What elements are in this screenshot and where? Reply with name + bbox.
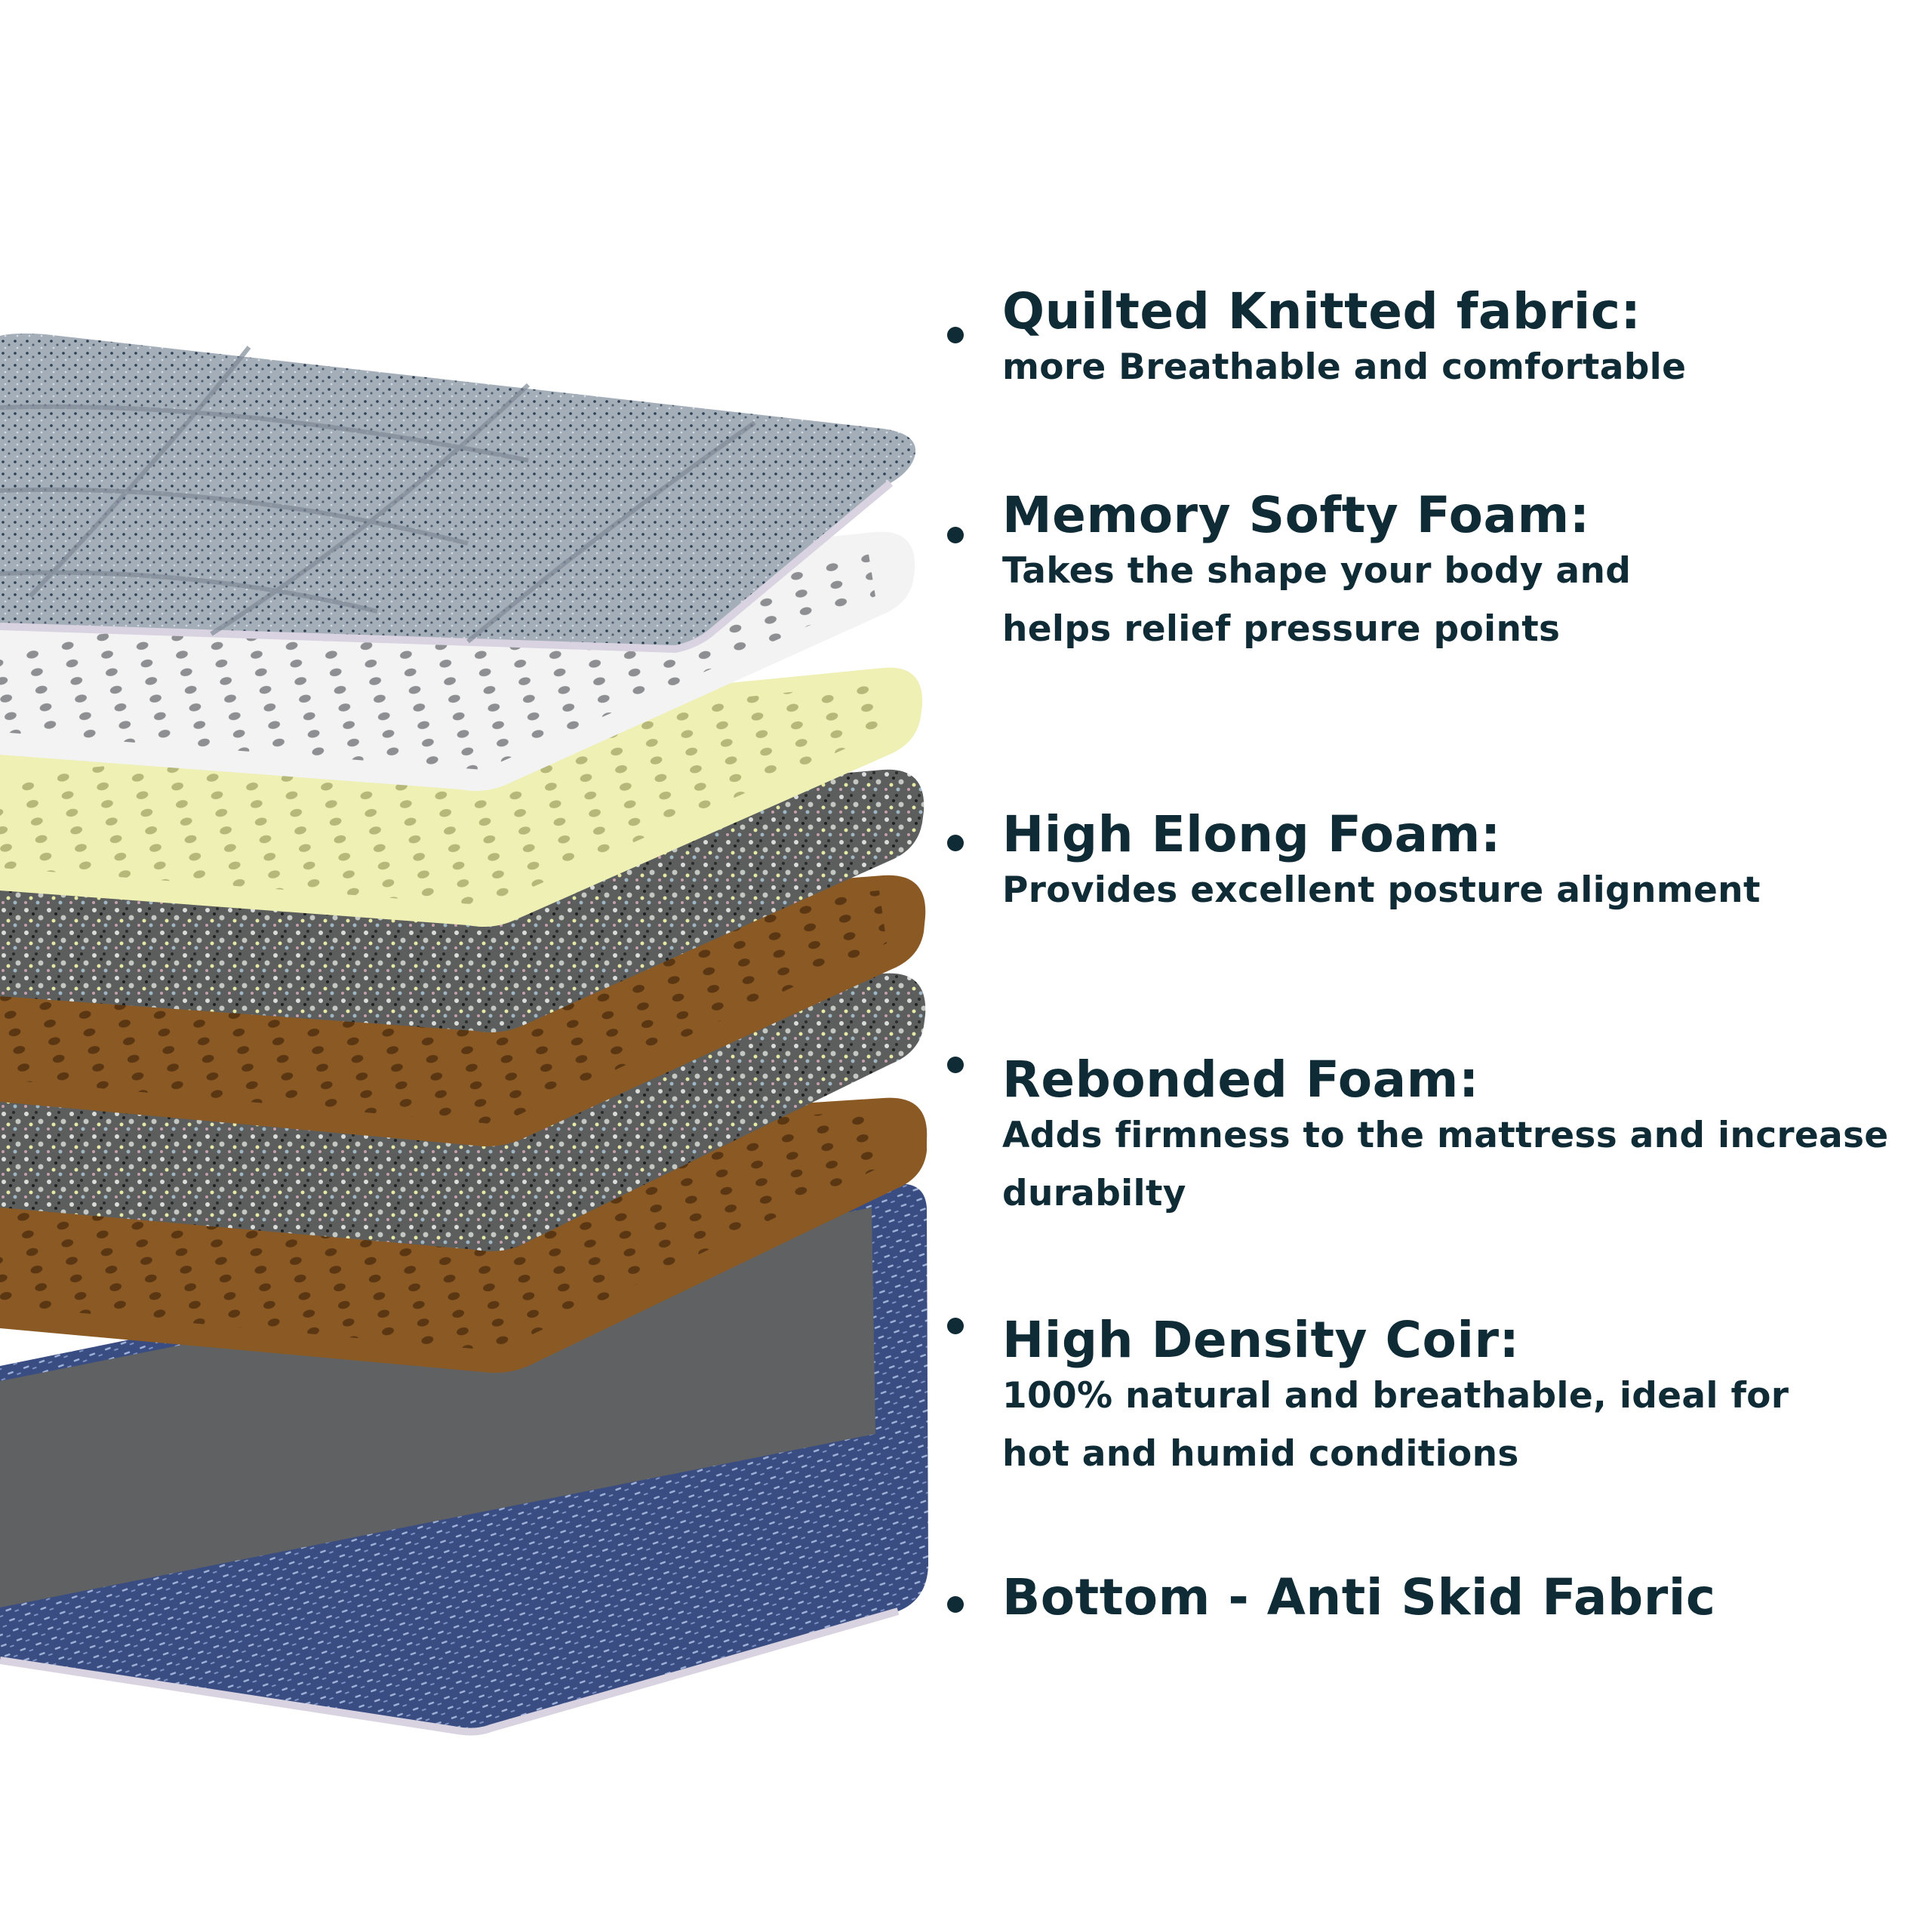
bullet-icon	[947, 327, 964, 343]
bullet-icon	[947, 1318, 964, 1334]
feature-title: Bottom - Anti Skid Fabric	[1002, 1568, 1716, 1626]
quilted-knitted-fabric-layer	[0, 333, 916, 654]
bullet-icon	[947, 1596, 964, 1613]
bullet-icon	[947, 1057, 964, 1073]
bullet-icon	[947, 835, 964, 851]
feature-title: High Elong Foam:	[1002, 805, 1501, 863]
features-list: Quilted Knitted fabric: more Breathable …	[947, 0, 1928, 1932]
feature-title: Memory Softy Foam:	[1002, 486, 1590, 544]
feature-description: Takes the shape your body and helps reli…	[1002, 550, 1632, 650]
feature-title: Rebonded Foam:	[1002, 1051, 1479, 1109]
bullet-icon	[947, 527, 964, 543]
feature-description: Adds firmness to the mattress and increa…	[1002, 1115, 1889, 1214]
feature-title: Quilted Knitted fabric:	[1002, 282, 1641, 340]
feature-title: High Density Coir:	[1002, 1311, 1520, 1369]
feature-description: more Breathable and comfortable	[1002, 346, 1687, 388]
feature-description: 100% natural and breathable, ideal for h…	[1002, 1375, 1789, 1475]
feature-description: Provides excellent posture alignment	[1002, 869, 1761, 911]
mattress-layers-illustration	[0, 333, 928, 1736]
